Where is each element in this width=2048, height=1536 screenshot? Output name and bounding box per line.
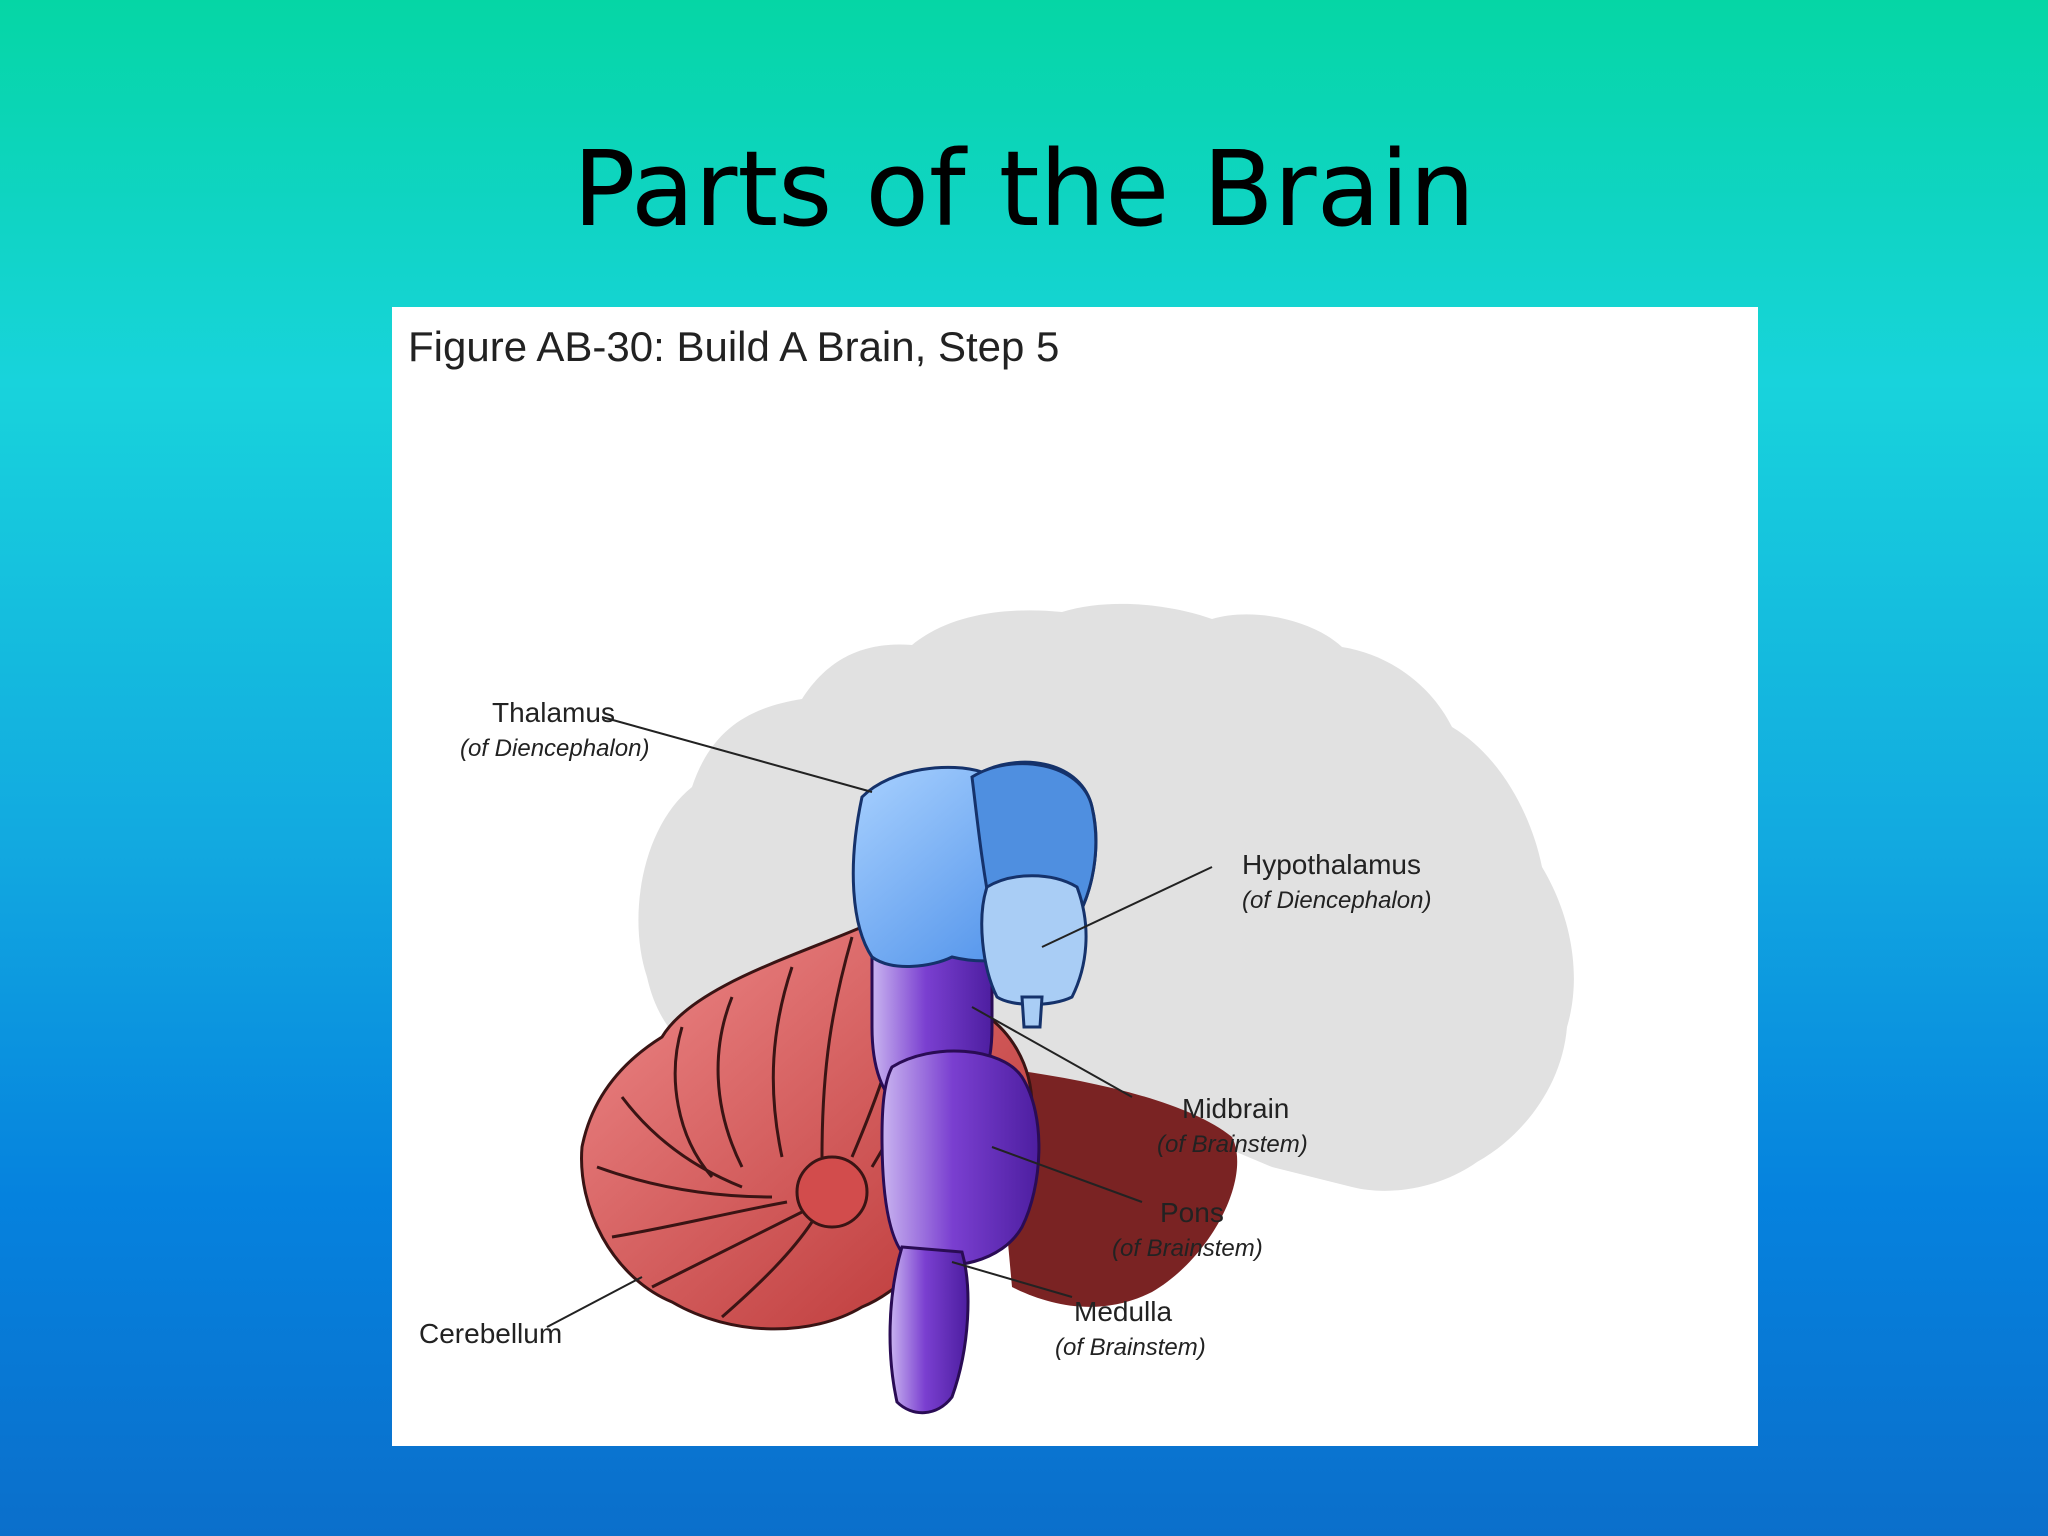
label-medulla-sub: (of Brainstem) bbox=[1055, 1334, 1206, 1361]
label-midbrain-sub: (of Brainstem) bbox=[1157, 1131, 1308, 1158]
leader-lines bbox=[546, 716, 1213, 1328]
figure-panel: Figure AB-30: Build A Brain, Step 5 bbox=[392, 307, 1758, 1446]
medulla bbox=[888, 1245, 970, 1415]
label-hypothalamus: Hypothalamus bbox=[1242, 849, 1421, 880]
cerebrum-silhouette bbox=[638, 603, 1574, 1191]
label-thalamus-sub: (of Diencephalon) bbox=[460, 735, 649, 762]
label-medulla: Medulla bbox=[1074, 1296, 1172, 1327]
label-thalamus: Thalamus bbox=[492, 697, 615, 728]
slide-title: Parts of the Brain bbox=[572, 128, 1476, 250]
pons bbox=[880, 1049, 1041, 1268]
label-midbrain: Midbrain bbox=[1182, 1093, 1289, 1124]
hypothalamus-stalk bbox=[1020, 995, 1044, 1029]
brain-diagram: Thalamus (of Diencephalon) Hypothalamus … bbox=[419, 603, 1574, 1415]
label-hypothalamus-sub: (of Diencephalon) bbox=[1242, 887, 1431, 914]
label-pons: Pons bbox=[1160, 1197, 1224, 1228]
cerebellum-dark-lobe bbox=[992, 1067, 1238, 1307]
hypothalamus bbox=[980, 874, 1088, 1006]
label-cerebellum: Cerebellum bbox=[419, 1318, 562, 1349]
label-pons-sub: (of Brainstem) bbox=[1112, 1235, 1263, 1262]
figure-caption: Figure AB-30: Build A Brain, Step 5 bbox=[408, 323, 1060, 370]
cerebellum-center bbox=[795, 1155, 869, 1229]
